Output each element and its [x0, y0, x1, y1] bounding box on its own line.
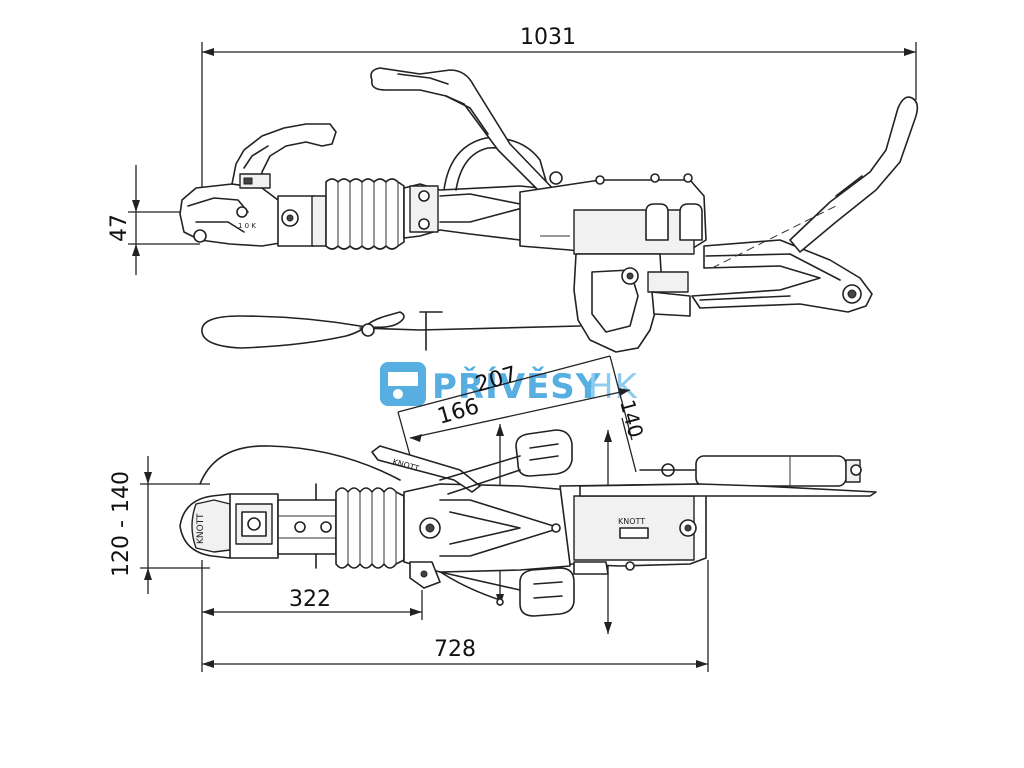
handbrake-lever-top: KNOTT	[371, 445, 481, 493]
bellows-top	[335, 487, 405, 569]
coupling-head-top: KNOTT	[179, 493, 279, 559]
breakaway-cable	[201, 311, 581, 351]
dimension-label-140: 140	[615, 397, 648, 440]
dimension-label-322: 322	[289, 587, 331, 612]
shock-absorber-top	[579, 455, 877, 497]
dimension-label-1031: 1031	[520, 25, 576, 50]
dimension-height-range: 120 - 140	[109, 456, 210, 594]
coupling-head-side: 1 0 K	[179, 123, 337, 247]
drawbar-side	[277, 195, 327, 247]
watermark-brand-main: PŘÍVĚSY	[432, 366, 601, 407]
watermark-logo: PŘÍVĚSY HK	[380, 362, 639, 407]
lever-pad-upper	[439, 429, 573, 495]
dimension-coupling-height: 47	[107, 165, 200, 275]
rear-housing-side	[519, 173, 707, 255]
dimension-label-120-140: 120 - 140	[109, 471, 134, 577]
rear-lever-side	[711, 96, 919, 269]
knott-plate-label: KNOTT	[618, 517, 645, 526]
side-view: 1031 47 1 0 K	[107, 25, 919, 353]
dimension-overall-length: 1031	[201, 25, 917, 200]
brake-lever-side	[573, 253, 691, 353]
dimension-322: 322	[201, 560, 423, 672]
dimension-angled-group: 207 166 140	[397, 355, 648, 473]
bellows-side	[325, 178, 405, 250]
dimension-label-728: 728	[434, 637, 476, 662]
top-view: 207 166 140 120 - 140 322	[109, 355, 877, 672]
linkage-side	[691, 239, 873, 313]
watermark-brand-suffix: HK	[588, 367, 639, 407]
side-mark-label: 1 0 K	[238, 222, 256, 230]
housing-top	[403, 483, 571, 589]
knott-head-label: KNOTT	[196, 513, 206, 544]
handbrake-lever-upper	[370, 67, 563, 201]
dimension-728: 728	[202, 560, 709, 672]
dimension-label-47: 47	[107, 214, 132, 242]
lever-pad-lower	[439, 567, 575, 617]
drawbar-top	[277, 483, 337, 569]
rear-housing-top: KNOTT	[559, 483, 707, 575]
